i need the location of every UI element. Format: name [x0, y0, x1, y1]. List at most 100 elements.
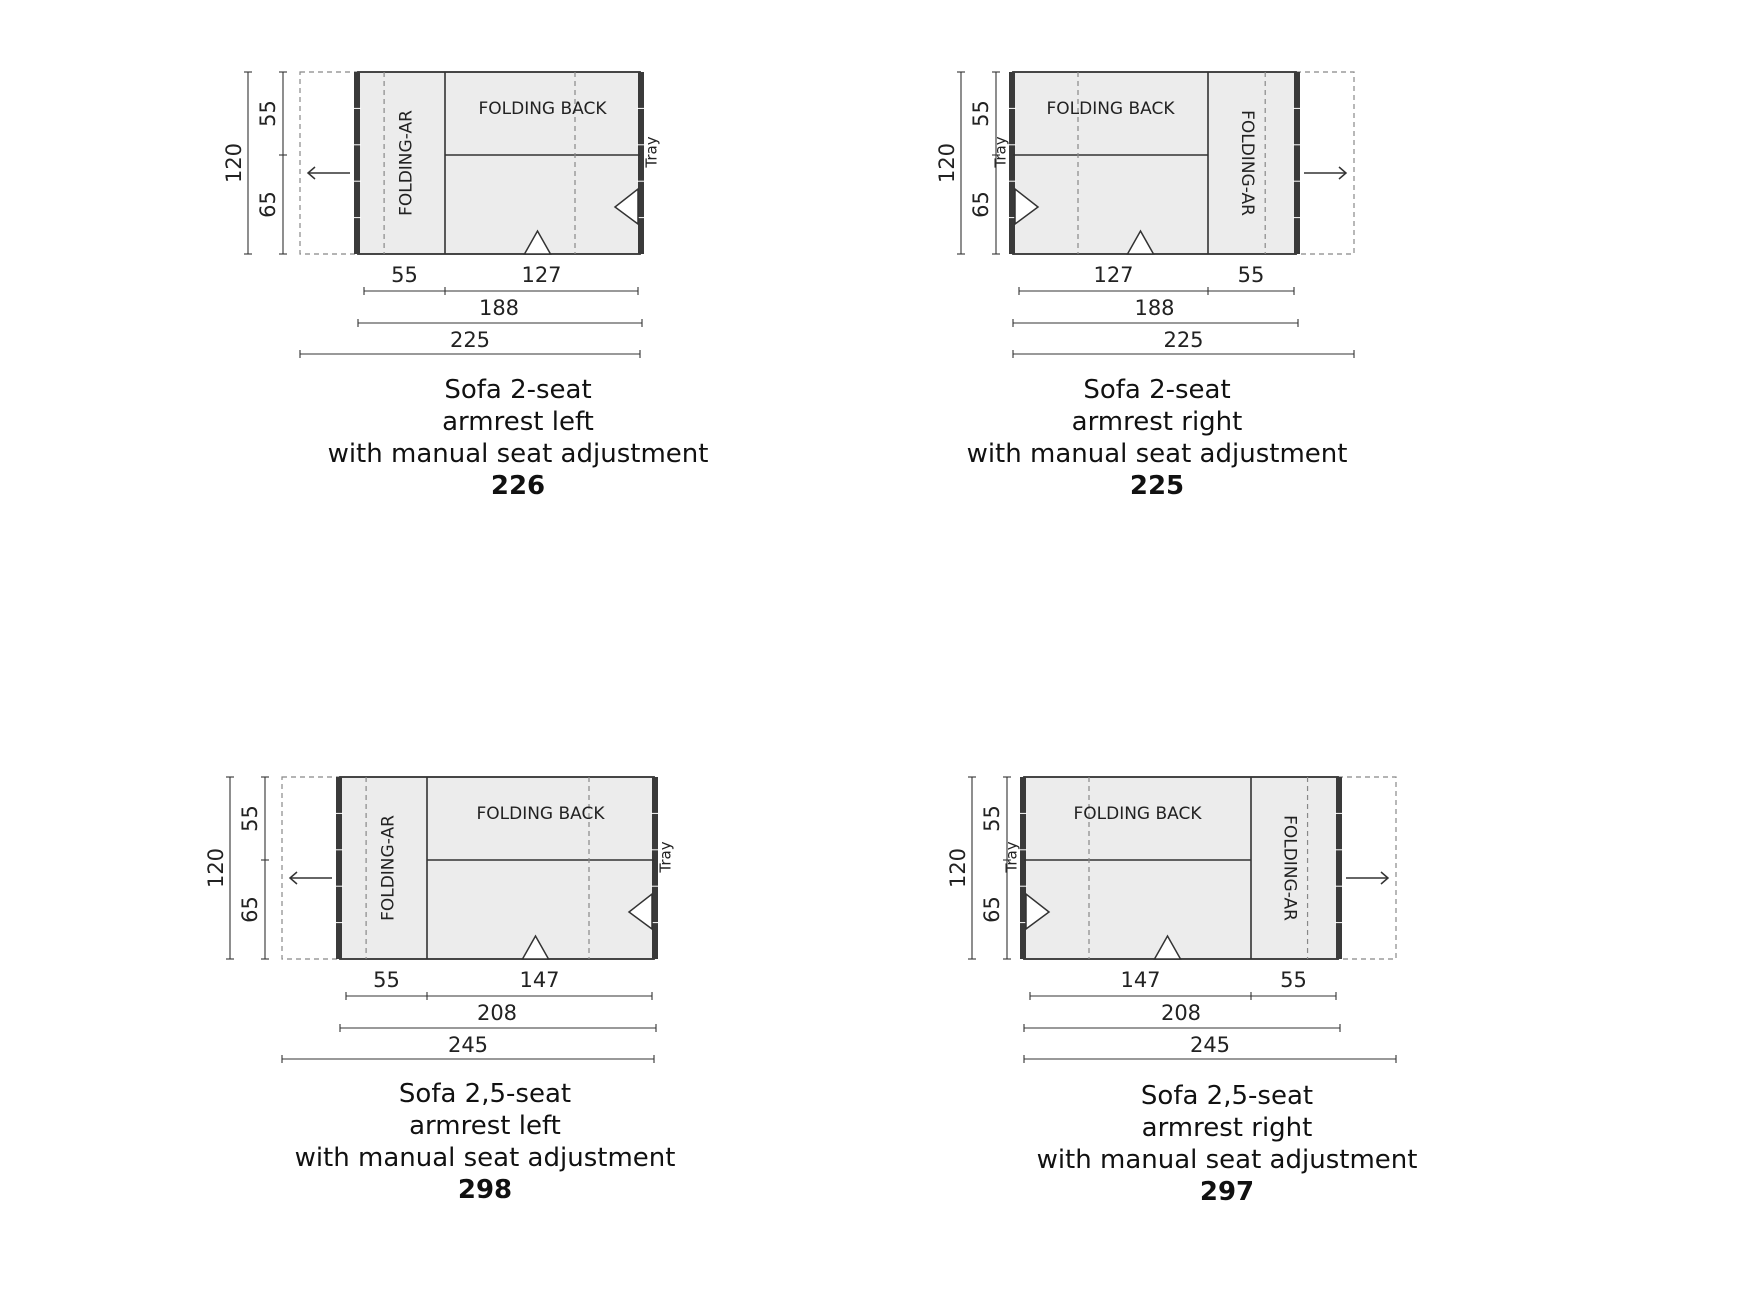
vertical-dimensions: 120 55 65: [222, 71, 287, 255]
caption-sofa-25-left: Sofa 2,5-seat armrest left with manual s…: [225, 1078, 745, 1206]
caption-line3: with manual seat adjustment: [1036, 1145, 1418, 1175]
dim-height-total: 120: [946, 848, 970, 888]
dim-height-top: 55: [238, 805, 262, 832]
dim-width-inner: 188: [1134, 296, 1174, 320]
caption-code: 297: [1199, 1177, 1255, 1207]
caption-line2: armrest right: [1141, 1113, 1313, 1143]
dim-height-top: 55: [256, 100, 280, 127]
folding-back-label: FOLDING BACK: [1073, 804, 1202, 824]
dim-height-bottom: 65: [256, 191, 280, 218]
dim-height-total: 120: [222, 143, 246, 183]
frame-left: [336, 777, 342, 959]
diagram-sofa-2-left: FOLDING BACK FOLDING-AR Tray 120 55 65 55 12718…: [222, 71, 661, 358]
arrow-icon: [288, 871, 332, 885]
dim-height-total: 120: [204, 848, 228, 888]
vertical-dimensions: 120 55 65: [204, 776, 269, 960]
dim-width-arm: 55: [1280, 968, 1307, 992]
caption-sofa-2-left: Sofa 2-seat armrest left with manual sea…: [258, 374, 778, 502]
sofa-body: [357, 71, 641, 255]
dim-width-seat: 127: [521, 263, 561, 287]
triangle-icon: [521, 934, 550, 960]
triangle-icon: [1153, 934, 1182, 960]
arrow-icon: [1346, 871, 1390, 885]
diagram-sofa-2-right: FOLDING BACKFOLDING-ARTray12055655512718…: [935, 71, 1355, 358]
frame-left: [1020, 777, 1026, 959]
caption-line3: with manual seat adjustment: [966, 439, 1348, 469]
caption-sofa-2-right: Sofa 2-seat armrest right with manual se…: [897, 374, 1417, 502]
folding-armrest-label: FOLDING-AR: [397, 110, 417, 216]
caption-line1: Sofa 2,5-seat: [398, 1079, 572, 1109]
tray-label: Tray: [1003, 841, 1021, 873]
caption-line1: Sofa 2-seat: [1083, 375, 1231, 405]
arrow-icon: [306, 166, 350, 180]
dim-height-total: 120: [935, 143, 959, 183]
frame-right: [638, 72, 644, 254]
caption-line2: armrest left: [442, 407, 594, 437]
folding-back-label: FOLDING BACK: [476, 804, 605, 824]
dim-width-outer: 245: [448, 1033, 488, 1057]
sofa-body: [1023, 776, 1339, 960]
dim-width-seat: 127: [1093, 263, 1133, 287]
caption-line1: Sofa 2-seat: [444, 375, 592, 405]
dim-width-outer: 225: [1163, 328, 1203, 352]
folding-armrest-label: FOLDING-AR: [1280, 815, 1300, 921]
sofa-body: [1012, 71, 1297, 255]
diagram-sofa-25-left: FOLDING BACK FOLDING-AR Tray 120 55 65 55 14720…: [204, 776, 675, 1063]
dim-width-outer: 225: [450, 328, 490, 352]
frame-right: [1336, 777, 1342, 959]
caption-code: 226: [490, 471, 546, 501]
tray-label: Tray: [657, 841, 675, 873]
caption-code: 298: [457, 1175, 513, 1205]
dim-width-seat: 147: [519, 968, 559, 992]
frame-left: [1009, 72, 1015, 254]
extension-outline: [1337, 776, 1397, 960]
dim-height-bottom: 65: [980, 896, 1004, 923]
dim-width-inner: 188: [479, 296, 519, 320]
extension-outline: [1295, 71, 1355, 255]
dim-width-inner: 208: [1161, 1001, 1201, 1025]
dim-width-inner: 208: [477, 1001, 517, 1025]
extension-outline: [299, 71, 359, 255]
caption-line2: armrest left: [409, 1111, 561, 1141]
vertical-dimensions: 120 55 65: [935, 71, 1000, 255]
caption-line2: armrest right: [1071, 407, 1243, 437]
dim-width-seat: 147: [1120, 968, 1160, 992]
triangle-icon: [1014, 187, 1040, 226]
vertical-dimensions: 120 55 65: [946, 776, 1011, 960]
triangle-icon: [627, 892, 653, 931]
extension-outline: [281, 776, 341, 960]
dim-height-bottom: 65: [969, 191, 993, 218]
frame-right: [1294, 72, 1300, 254]
tray-label: Tray: [643, 136, 661, 168]
caption-sofa-25-right: Sofa 2,5-seat armrest right with manual …: [967, 1080, 1487, 1208]
dim-height-top: 55: [980, 805, 1004, 832]
caption-line1: Sofa 2,5-seat: [1140, 1081, 1314, 1111]
folding-back-label: FOLDING BACK: [478, 99, 607, 119]
tray-label: Tray: [992, 136, 1010, 168]
dim-width-outer: 245: [1190, 1033, 1230, 1057]
folding-armrest-label: FOLDING-AR: [1237, 110, 1257, 216]
dim-height-bottom: 65: [238, 896, 262, 923]
frame-right: [652, 777, 658, 959]
arrow-icon: [1304, 166, 1348, 180]
caption-code: 225: [1129, 471, 1185, 501]
diagram-sofa-25-right: FOLDING BACK FOLDING-AR Tray 120 55 65 55 14720…: [946, 776, 1397, 1063]
triangle-icon: [613, 187, 639, 226]
frame-left: [354, 72, 360, 254]
dim-width-arm: 55: [1238, 263, 1265, 287]
sofa-body: [339, 776, 655, 960]
caption-line3: with manual seat adjustment: [327, 439, 709, 469]
caption-line3: with manual seat adjustment: [294, 1143, 676, 1173]
triangle-icon: [1126, 229, 1155, 255]
triangle-icon: [1025, 892, 1051, 931]
folding-armrest-label: FOLDING-AR: [379, 815, 399, 921]
dim-height-top: 55: [969, 100, 993, 127]
dim-width-arm: 55: [373, 968, 400, 992]
dim-width-arm: 55: [391, 263, 418, 287]
triangle-icon: [523, 229, 552, 255]
